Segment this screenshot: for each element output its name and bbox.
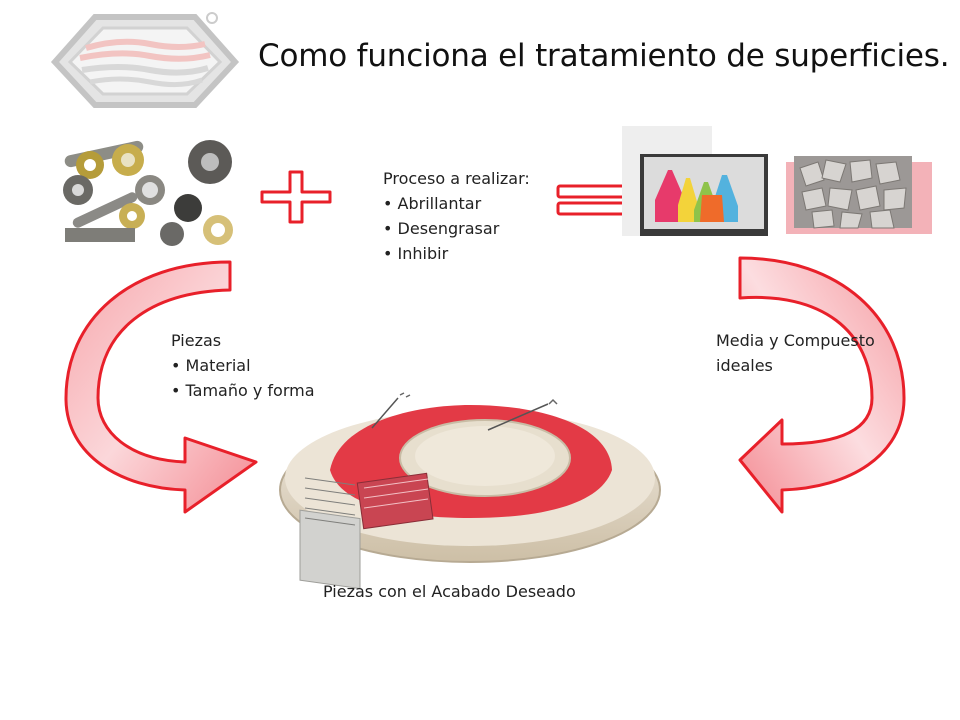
curved-arrow-right-icon — [738, 256, 906, 514]
media-line-1: Media y Compuesto — [716, 331, 875, 350]
media-photo — [786, 156, 932, 234]
media-block: Media y Compuesto ideales — [716, 328, 875, 378]
list-item: Desengrasar — [383, 216, 530, 241]
page-title: Como funciona el tratamiento de superfic… — [258, 38, 950, 74]
parts-list: Material Tamaño y forma — [171, 353, 315, 403]
process-list: Abrillantar Desengrasar Inhibir — [383, 191, 530, 266]
parts-heading: Piezas — [171, 331, 222, 350]
curved-arrow-left-icon — [64, 260, 258, 514]
list-item: Tamaño y forma — [171, 378, 315, 403]
process-heading: Proceso a realizar: — [383, 169, 530, 188]
result-caption: Piezas con el Acabado Deseado — [323, 582, 576, 601]
compound-photo — [622, 126, 768, 236]
media-line-2: ideales — [716, 356, 773, 375]
process-block: Proceso a realizar: Abrillantar Desengra… — [383, 166, 530, 266]
parts-photo — [58, 140, 248, 248]
list-item: Abrillantar — [383, 191, 530, 216]
parts-block: Piezas Material Tamaño y forma — [171, 328, 315, 403]
equals-sign-icon — [556, 184, 628, 216]
list-item: Inhibir — [383, 241, 530, 266]
vibratory-machine-photo — [279, 392, 661, 590]
plus-sign-icon — [260, 170, 332, 224]
list-item: Material — [171, 353, 315, 378]
